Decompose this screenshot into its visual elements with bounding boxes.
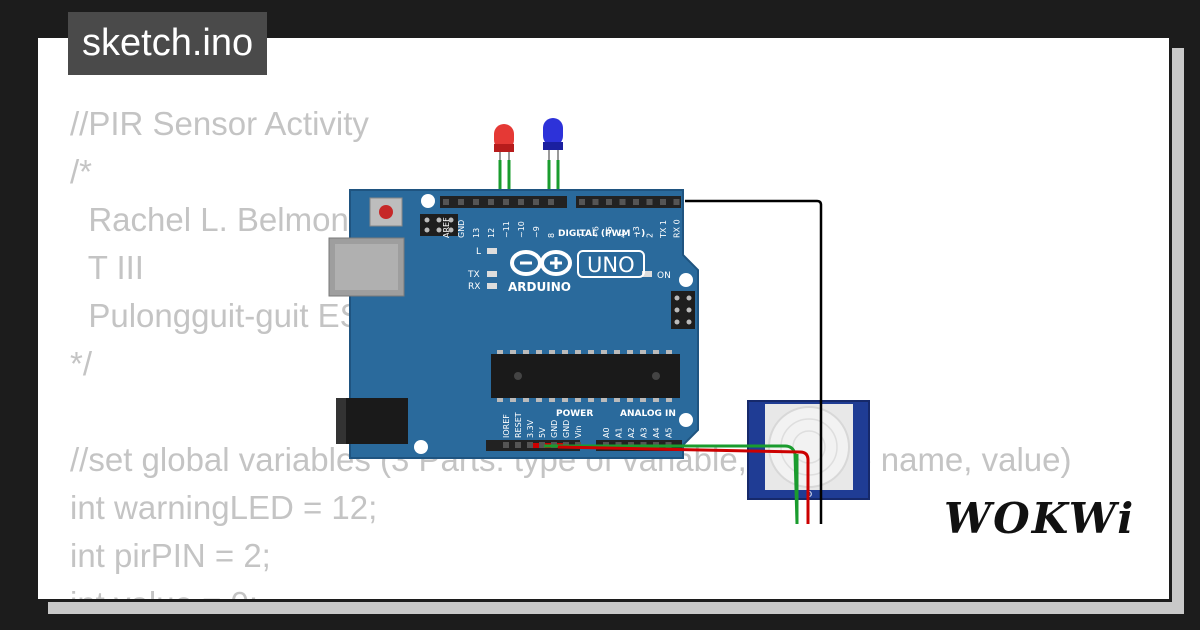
power-pin[interactable]: [503, 442, 509, 448]
reset-button-cap[interactable]: [379, 205, 393, 219]
power-pin[interactable]: [515, 442, 521, 448]
analog-pin-label: A2: [627, 427, 636, 438]
gnd-wire[interactable]: [544, 444, 799, 525]
power-pin-label: GND: [550, 420, 559, 438]
file-name-tab[interactable]: sketch.ino: [68, 12, 268, 75]
uno-badge: [577, 250, 645, 278]
digital-pin[interactable]: [673, 199, 680, 205]
power-jack: [336, 398, 408, 444]
digital-pin[interactable]: [633, 199, 639, 205]
rx-led: [487, 283, 497, 289]
code-line: int value = 0;: [70, 580, 1072, 599]
power-label: POWER: [556, 409, 593, 419]
digital-label: DIGITAL (PWM ~): [558, 229, 645, 239]
code-line: int pirPIN = 2;: [70, 537, 271, 574]
blue-led-body: [543, 118, 563, 146]
brand-label: ARDUINO: [508, 280, 571, 294]
analog-pin-label: A1: [615, 427, 624, 438]
digital-pin[interactable]: [592, 199, 599, 205]
digital-pin[interactable]: [533, 199, 539, 205]
icsp2-header: [671, 291, 695, 329]
arduino-board[interactable]: AREF GND 13 12 ~11 ~10 ~9 8 7 ~6 ~5 4 ~3 2 TX 1 RX 0 DI…: [328, 189, 699, 459]
red-led-body: [494, 124, 514, 150]
digital-pin[interactable]: [488, 199, 494, 205]
mounting-hole: [414, 440, 428, 454]
digital-pin-label: 4: [619, 233, 628, 238]
digital-pin-label: 2: [646, 233, 655, 238]
digital-pin-label: ~10: [517, 221, 526, 238]
vcc-wire[interactable]: [557, 445, 810, 524]
code-line: //PIR Sensor Activity: [70, 105, 369, 142]
power-pin[interactable]: [539, 442, 545, 448]
digital-pin-label: ~5: [605, 226, 614, 238]
mounting-hole: [679, 273, 693, 287]
digital-pin[interactable]: [606, 199, 612, 205]
code-line: int warningLED = 12;: [70, 489, 378, 526]
power-pin-label: 5V: [538, 427, 547, 438]
digital-pin-label: GND: [457, 220, 466, 238]
digital-pin-label: ~3: [632, 226, 641, 238]
digital-pin[interactable]: [518, 199, 524, 205]
digital-pin[interactable]: [619, 199, 626, 205]
signal-wire[interactable]: [685, 199, 823, 524]
arduino-logo-icon: [510, 250, 572, 276]
analog-label: ANALOG IN: [620, 409, 676, 419]
digital-pin-label: ~9: [532, 226, 541, 238]
mounting-hole: [679, 413, 693, 427]
code-line: T III: [70, 249, 144, 286]
power-pin-label: Vin: [574, 425, 583, 438]
l-led: [487, 248, 497, 254]
icsp-header: [420, 214, 458, 236]
digital-pin[interactable]: [548, 199, 554, 205]
digital-pin[interactable]: [660, 199, 666, 205]
digital-pin-label: 13: [472, 228, 481, 238]
mounting-hole: [421, 194, 435, 208]
digital-pin[interactable]: [458, 199, 464, 205]
digital-pin-label: ~11: [502, 221, 511, 238]
power-pin[interactable]: [527, 442, 533, 448]
digital-pin-label: RX 0: [673, 219, 682, 238]
power-pin-label: RESET: [514, 412, 523, 438]
l-label: L: [476, 247, 481, 257]
power-pin-label: GND: [562, 420, 571, 438]
analog-pin-label: A5: [665, 427, 674, 438]
digital-pin-label: 8: [547, 233, 556, 238]
digital-header-right: [576, 196, 681, 208]
tx-label: TX: [467, 270, 480, 280]
power-pin-label: IOREF: [502, 414, 511, 438]
code-preview: //PIR Sensor Activity/* Rachel L. Belmon…: [70, 100, 1072, 599]
model-label: UNO: [587, 253, 635, 277]
on-led: [642, 271, 652, 277]
analog-pin-label: A4: [652, 427, 661, 438]
digital-pin-label: TX 1: [659, 220, 668, 239]
digital-pin-label: 7: [578, 233, 587, 238]
on-label: ON: [657, 271, 671, 281]
analog-pin-label: A0: [602, 427, 611, 438]
rx-label: RX: [468, 282, 480, 292]
atmega-chip: [491, 350, 680, 402]
digital-pin-label: 12: [487, 228, 496, 238]
digital-pin[interactable]: [443, 199, 449, 205]
code-line: */: [70, 345, 93, 382]
digital-pin[interactable]: [473, 199, 479, 205]
tx-led: [487, 271, 497, 277]
digital-pin[interactable]: [503, 199, 509, 205]
blue-led[interactable]: [543, 118, 563, 198]
power-pin-label: 3.3V: [526, 419, 535, 438]
digital-pin-label: AREF: [442, 217, 451, 238]
digital-pin-label: ~6: [592, 226, 601, 238]
code-line: /*: [70, 153, 93, 190]
digital-pin[interactable]: [579, 199, 585, 205]
wokwi-logo: WOKWi: [944, 494, 1136, 543]
analog-pin-label: A3: [640, 427, 649, 438]
red-led[interactable]: [494, 124, 514, 198]
code-line: Pulongguit-guit ES: [70, 297, 362, 334]
digital-pin[interactable]: [646, 199, 653, 205]
